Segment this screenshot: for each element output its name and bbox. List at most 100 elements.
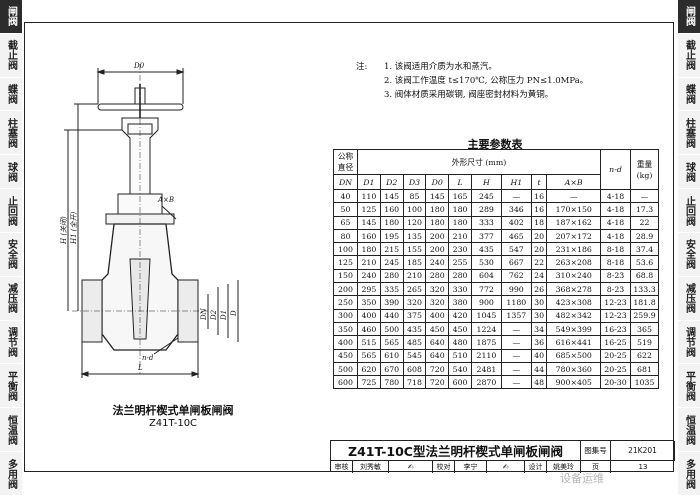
left-category-tab-6[interactable]: 安全阀 bbox=[0, 232, 22, 277]
table-cell: 320 bbox=[425, 295, 450, 310]
left-category-tab-1[interactable]: 截止阀 bbox=[0, 33, 22, 78]
table-cell: 667 bbox=[500, 255, 532, 270]
right-category-tab-6[interactable]: 安全阀 bbox=[678, 232, 700, 277]
left-category-tab-11[interactable]: 多用阀 bbox=[0, 452, 22, 496]
table-cell: 725 bbox=[357, 375, 381, 390]
design-label: 设计 bbox=[525, 461, 547, 473]
left-category-tab-9[interactable]: 平衡阀 bbox=[0, 364, 22, 409]
table-cell: 65 bbox=[333, 215, 358, 230]
left-category-tab-0[interactable]: 闸阀 bbox=[0, 0, 22, 34]
d2-label: D2 bbox=[210, 309, 218, 321]
table-cell: 465 bbox=[500, 228, 532, 244]
table-cell: 565 bbox=[357, 348, 381, 363]
table-cell: 44 bbox=[530, 361, 548, 377]
left-category-tab-3[interactable]: 柱塞阀 bbox=[0, 111, 22, 156]
nd-label: n-d bbox=[142, 354, 154, 362]
table-cell: 435 bbox=[470, 242, 502, 257]
table-cell: 620 bbox=[357, 361, 381, 377]
table-cell: 900 bbox=[470, 295, 502, 310]
right-category-tab-2[interactable]: 蝶阀 bbox=[678, 77, 700, 112]
table-cell: 1224 bbox=[470, 321, 502, 337]
right-category-tab-0[interactable]: 闸阀 bbox=[678, 0, 700, 34]
right-category-tab-1[interactable]: 截止阀 bbox=[678, 33, 700, 78]
table-cell: 365 bbox=[630, 321, 659, 337]
right-category-tab-9[interactable]: 平衡阀 bbox=[678, 364, 700, 409]
checker-signature: ✍ bbox=[487, 461, 525, 473]
table-cell: 207×172 bbox=[546, 228, 601, 244]
table-cell: 210 bbox=[402, 268, 427, 284]
table-cell: 380 bbox=[448, 295, 472, 310]
table-cell: 20 bbox=[530, 228, 548, 244]
table-cell: 255 bbox=[448, 255, 472, 270]
table-cell: 24 bbox=[530, 268, 548, 284]
table-cell: 20 bbox=[530, 242, 548, 257]
valve-drawing: D0 H (关闭) H1 (全开) A×B DN D2 D1 D n-d L bbox=[60, 62, 239, 378]
table-cell: 622 bbox=[630, 348, 659, 363]
table-cell: 160 bbox=[357, 228, 381, 244]
table-cell: — bbox=[500, 188, 532, 204]
col-header: D3 bbox=[402, 174, 427, 190]
table-cell: 400 bbox=[333, 335, 358, 350]
right-category-tab-8[interactable]: 调节阀 bbox=[678, 320, 700, 365]
table-cell: 30 bbox=[530, 308, 548, 323]
table-cell: 4-18 bbox=[600, 202, 631, 217]
table-cell: 1180 bbox=[500, 295, 532, 310]
table-cell: 245 bbox=[379, 255, 404, 270]
col-nd-header: n-d bbox=[600, 149, 631, 190]
left-category-tab-4[interactable]: 球阀 bbox=[0, 155, 22, 190]
d0-arrow-left bbox=[96, 69, 105, 75]
left-category-tab-10[interactable]: 恒温阀 bbox=[0, 408, 22, 453]
table-cell: — bbox=[500, 321, 532, 337]
right-category-tab-7[interactable]: 减压阀 bbox=[678, 276, 700, 321]
table-cell: 50 bbox=[333, 202, 358, 217]
table-cell: 450 bbox=[448, 321, 472, 337]
table-cell: 18 bbox=[530, 215, 548, 230]
table-cell: — bbox=[500, 375, 532, 390]
table-cell: 22 bbox=[530, 255, 548, 270]
table-cell: 402 bbox=[500, 215, 532, 230]
table-cell: 295 bbox=[357, 282, 381, 297]
table-cell: 300 bbox=[333, 308, 358, 323]
table-cell: 200 bbox=[333, 282, 358, 297]
checker-name: 李宁 bbox=[455, 461, 487, 473]
right-category-tab-4[interactable]: 球阀 bbox=[678, 155, 700, 190]
right-category-tab-3[interactable]: 柱塞阀 bbox=[678, 111, 700, 156]
notes: 注:1. 该阀适用介质为水和蒸汽。 2. 该阀工作温度 t≤170℃, 公称压力… bbox=[356, 60, 588, 102]
table-cell: 400 bbox=[357, 308, 381, 323]
left-category-tab-2[interactable]: 蝶阀 bbox=[0, 77, 22, 112]
note-item: 1. 该阀适用介质为水和蒸汽。 bbox=[384, 62, 497, 72]
table-cell: 450 bbox=[333, 348, 358, 363]
table-cell: 565 bbox=[379, 335, 404, 350]
table-cell: 377 bbox=[470, 228, 502, 244]
table-cell: 2870 bbox=[470, 375, 502, 390]
col-weight-header: 重量 (kg) bbox=[630, 149, 659, 190]
watermark: 设备运维 bbox=[560, 472, 604, 485]
right-category-tab-5[interactable]: 止回阀 bbox=[678, 189, 700, 233]
table-cell: 8-23 bbox=[600, 282, 631, 297]
d1-label: D1 bbox=[220, 310, 228, 321]
table-cell: 180 bbox=[425, 215, 450, 230]
left-category-tab-5[interactable]: 止回阀 bbox=[0, 189, 22, 233]
table-cell: 2110 bbox=[470, 348, 502, 363]
right-category-tab-11[interactable]: 多用阀 bbox=[678, 452, 700, 496]
note-item: 3. 阀体材质采用碳钢, 阀座密封材料为黄铜。 bbox=[384, 90, 554, 100]
table-cell: 28.9 bbox=[630, 228, 659, 244]
atlas-number: 21K201 bbox=[611, 441, 675, 461]
table-cell: 685×500 bbox=[546, 348, 601, 363]
right-category-tab-10[interactable]: 恒温阀 bbox=[678, 408, 700, 453]
col-dims-header: 外形尺寸 (mm) bbox=[357, 149, 601, 175]
left-category-tabs: 闸阀截止阀蝶阀柱塞阀球阀止回阀安全阀减压阀调节阀平衡阀恒温阀多用阀 bbox=[0, 0, 22, 496]
d0-arrow-right bbox=[176, 69, 185, 75]
table-cell: 120 bbox=[402, 215, 427, 230]
left-category-tab-7[interactable]: 减压阀 bbox=[0, 276, 22, 321]
table-cell: 40 bbox=[333, 188, 358, 204]
sheet-title: Z41T-10C型法兰明杆楔式单闸板闸阀 bbox=[331, 441, 581, 461]
table-cell: 640 bbox=[425, 335, 450, 350]
table-cell: 4-18 bbox=[600, 228, 631, 244]
table-cell: 135 bbox=[402, 228, 427, 244]
left-category-tab-8[interactable]: 调节阀 bbox=[0, 320, 22, 365]
table-cell: 780 bbox=[379, 375, 404, 390]
